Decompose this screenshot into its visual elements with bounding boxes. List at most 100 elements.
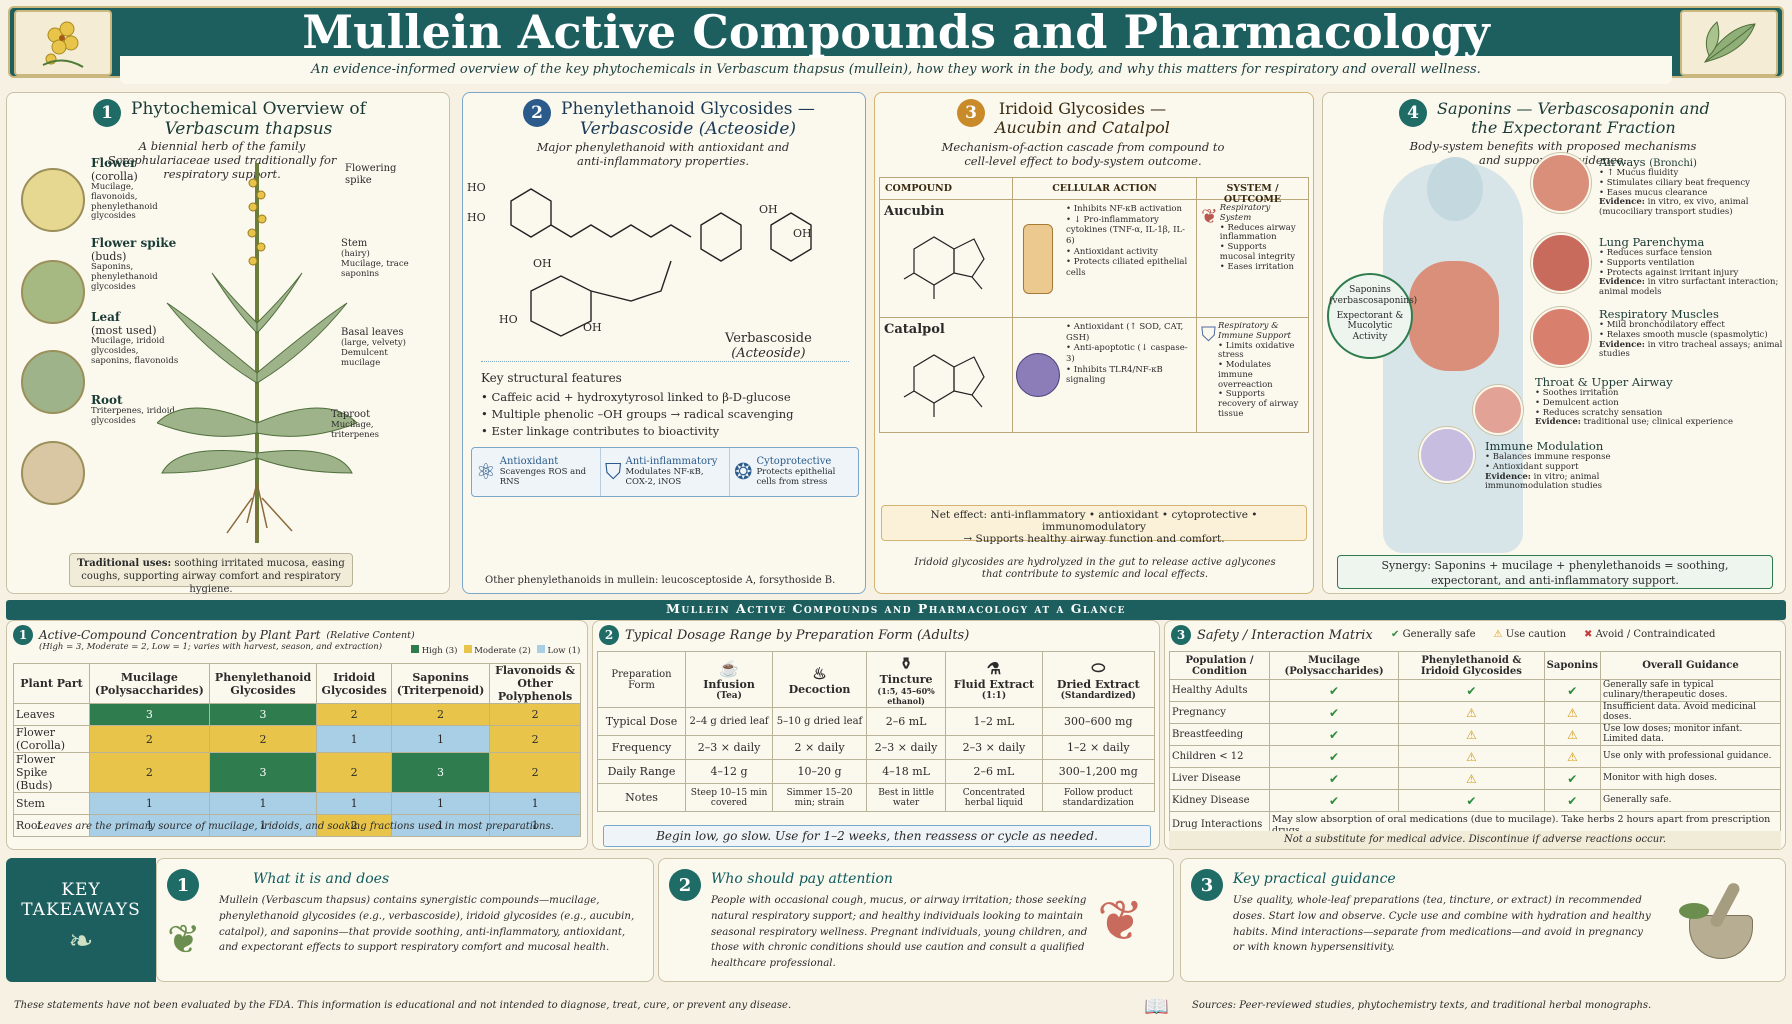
callout-taproot: Taproot Mucilage, triterpenes [331,409,411,441]
panel-saponins: 4 Saponins — Verbascosaponin and the Exp… [1322,92,1786,594]
col-header: CELLULAR ACTION [1012,178,1196,199]
callout-text: (hairy) Mucilage, trace saponins [341,249,409,279]
check-icon: ✔ [1567,771,1578,786]
compound-name: Catalpol [884,322,945,337]
cross-icon: ✖ [1584,629,1593,640]
teapot-icon: ☕ [719,658,739,678]
net-effect-box: Net effect: anti-inflammatory • antioxid… [881,505,1307,545]
aucubin-structure [903,236,985,299]
takeaway-title: What it is and does [253,871,390,887]
callout-name: Stem [341,238,368,249]
part-root: Root Triterpenes, iridoid glycosides [91,393,181,427]
check-icon: ✔ [1329,705,1340,720]
warning-icon: ⚠ [1466,727,1477,742]
shield-icon: ⛉ [605,459,622,485]
section-desc: A biennial herb of the family Scrophular… [107,139,337,181]
system-throat: Throat & Upper Airway • Soothes irritati… [1535,375,1733,428]
section-number: 4 [1399,99,1427,127]
check-icon: ✔ [1391,629,1400,640]
check-icon: ✔ [1329,749,1340,764]
panel-concentration: 1 Active-Compound Concentration by Plant… [6,620,588,850]
system-respiratory-muscles: Respiratory Muscles • Mild bronchodilato… [1599,307,1783,360]
leaf-thumb [21,350,85,414]
check-icon: ✔ [1466,793,1477,808]
part-sub: (corolla) [91,170,138,183]
part-name: Leaf [91,310,121,324]
takeaway-text: Use quality, whole-leaf preparations (te… [1233,895,1651,954]
warning-icon: ⚠ [1466,749,1477,764]
sources: Sources: Peer-reviewed studies, phytoche… [1192,1000,1652,1011]
lungs-figure [1409,261,1499,371]
warning-icon: ⚠ [1566,727,1578,742]
divider [481,361,849,362]
panel-phenylethanoid: 2 Phenylethanoid Glycosides — Verbascosi… [462,92,866,594]
section-desc: Major phenylethanoid with antioxidant an… [536,140,790,168]
warning-icon: ⚠ [1466,705,1477,720]
section-desc: Mechanism-of-action cascade from compoun… [941,140,1225,168]
airways-icon [1531,153,1591,213]
lung-parenchyma-icon [1531,233,1591,293]
section-number: 2 [523,99,551,127]
traditional-uses-box: Traditional uses: soothing irritated muc… [69,553,353,595]
takeaways-label-box: KEY TAKEAWAYS ❧ [6,858,156,982]
table-row: Children < 12✔⚠⚠Use only with profession… [1169,745,1781,768]
molecule-name: Verbascoside (Acteoside) [725,331,812,361]
fda-disclaimer: These statements have not been evaluated… [14,1000,792,1011]
section-number: 1 [13,625,33,645]
root-thumb [21,441,85,505]
section-title: Typical Dosage Range by Preparation Form… [625,627,970,643]
check-icon: ✔ [1329,683,1340,698]
section-number: 3 [1171,625,1191,645]
table-row: Pregnancy✔⚠⚠Insufficient data. Avoid med… [1169,701,1781,724]
panel-safety: 3 Safety / Interaction Matrix ✔ Generall… [1164,620,1786,850]
part-compounds: Saponins, phenylethanoid glycosides [91,262,158,292]
part-name: Flower spike [91,236,177,250]
callout-text: (large, velvety) Demulcent mucilage [341,338,406,368]
iridoid-note: Iridoid glycosides are hydrolyzed in the… [914,557,1276,580]
cell-icon: ❂ [734,459,753,485]
traditional-text: soothing irritated mucosa, easing coughs… [81,558,345,595]
section-title: Iridoid Glycosides — [998,99,1167,118]
col-header: SYSTEM / OUTCOME [1196,178,1308,205]
table-row: Breastfeeding✔⚠⚠Use low doses; monitor i… [1169,723,1781,746]
immune-icon [1419,427,1475,483]
check-icon: ✔ [1329,727,1340,742]
spike-thumb [21,260,85,324]
section-title-fraction: the Expectorant Fraction [1471,118,1676,137]
takeaway-1: 1 What it is and does ❦ Mullein (Verbasc… [156,858,654,982]
section-title: Phytochemical Overview of [131,99,366,119]
part-sub: (most used) [91,324,157,337]
scale-note: (High = 3, Moderate = 2, Low = 1; varies… [39,642,383,652]
part-compounds: Mucilage, flavonoids, phenylethanoid gly… [91,182,158,222]
verbascoside-structure [510,188,812,337]
part-spike: Flower spike (buds) Saponins, phenyletha… [91,236,181,292]
lungs-icon: ❦ [1097,889,1144,954]
takeaway-3: 3 Key practical guidance Use quality, wh… [1180,858,1786,982]
leaf-icon: ❧ [68,924,94,959]
dosage-table: Preparation Form ☕Infusion(Tea) ♨Decocti… [597,651,1156,812]
callout-text: Mucilage, triterpenes [331,420,380,440]
panel-iridoid: 3 Iridoid Glycosides — Aucubin and Catal… [874,92,1314,594]
check-icon: ✔ [1329,793,1340,808]
molecule-sublabel: (Acteoside) [731,346,806,361]
saponins-center: Saponins(verbascosaponins)Expectorant &M… [1327,273,1417,359]
part-flower: Flower (corolla) Mucilage, flavonoids, p… [91,156,181,222]
features-list: • Caffeic acid + hydroxytyrosol linked t… [481,389,793,440]
lungs-icon: ❦ [1201,204,1218,228]
flower-emblem-left [14,10,112,76]
callout-name: Basal leaves [341,327,404,338]
cilia-icon [1012,200,1062,317]
catalpol-structure [903,354,985,417]
takeaway-text: People with occasional cough, mucus, or … [711,895,1088,970]
iridoid-table: COMPOUND CELLULAR ACTION SYSTEM / OUTCOM… [879,177,1309,433]
page-subtitle: An evidence-informed overview of the key… [311,62,1481,77]
safety-disclaimer: Not a substitute for medical advice. Dis… [1169,831,1781,849]
immune-cell-icon [1012,318,1062,432]
